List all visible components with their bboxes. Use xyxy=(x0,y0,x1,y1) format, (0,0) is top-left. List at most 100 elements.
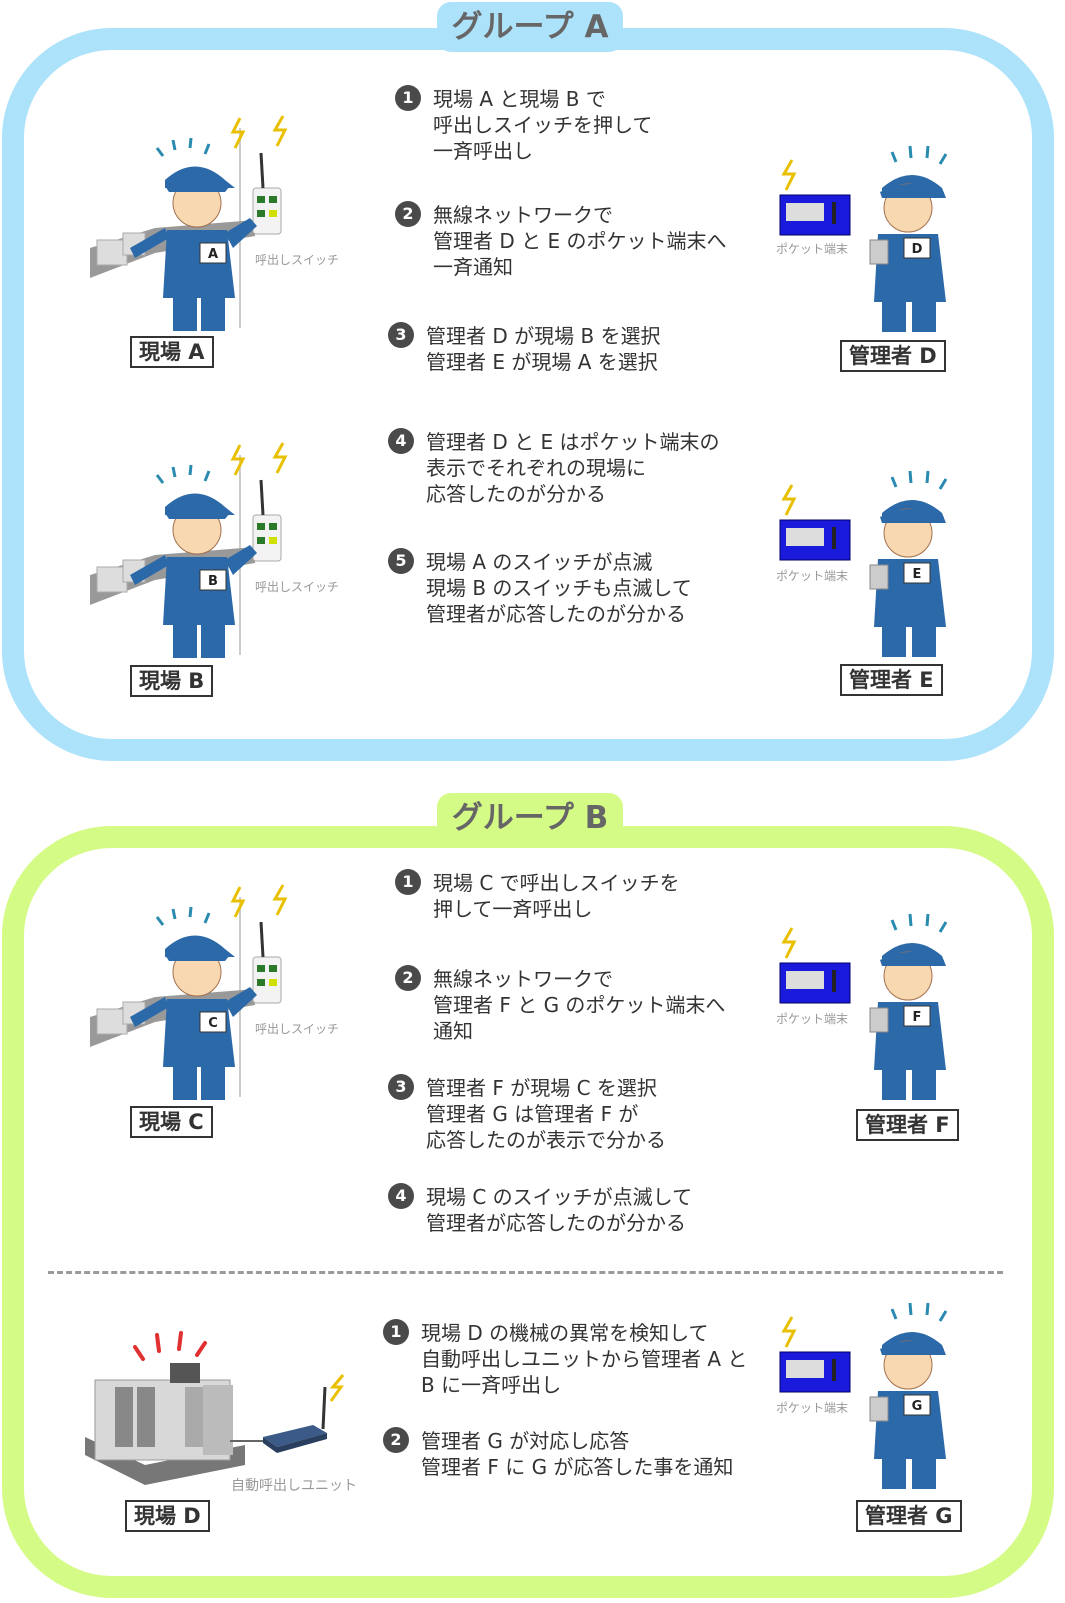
manager-e-illustration: E xyxy=(779,470,948,657)
manager-d-illustration: D xyxy=(779,145,948,332)
pocket-terminal-icon xyxy=(779,194,851,236)
step-line: 管理者 F に G が応答した事を通知 xyxy=(421,1455,734,1479)
manager-d-label: 管理者 D xyxy=(840,340,946,372)
step-line: 一斉呼出し xyxy=(433,139,533,163)
worker-figure: B xyxy=(90,442,288,658)
handheld-icon xyxy=(869,1007,889,1033)
uniform-icon xyxy=(163,230,235,298)
signal-icon xyxy=(272,115,288,147)
site-b-label: 現場 B xyxy=(130,665,214,697)
svg-text:D: D xyxy=(912,242,923,257)
alert-lines-icon xyxy=(155,137,211,157)
step-line: 管理者 E が現場 A を選択 xyxy=(426,350,658,374)
auto-call-unit-icon xyxy=(263,1386,327,1453)
manager-e-label: 管理者 E xyxy=(840,664,943,696)
switch-caption-c: 呼出しスイッチ xyxy=(255,1022,340,1036)
signal-icon xyxy=(781,1316,797,1348)
step-number-badge: 3 xyxy=(388,1074,414,1100)
step-line: B に一斉呼出し xyxy=(421,1373,562,1397)
step-number-badge: 3 xyxy=(388,322,414,348)
unit-signal-icon xyxy=(329,1374,345,1402)
site-a-worker-illustration: A xyxy=(90,115,288,331)
signal-icon xyxy=(230,886,246,918)
step-line: 管理者 F と G のポケット端末へ xyxy=(433,993,726,1017)
group-a-title: グループ A xyxy=(437,2,623,52)
step-line: 無線ネットワークで xyxy=(433,203,613,227)
device-caption-f: ポケット端末 xyxy=(776,1012,849,1026)
signal-icon xyxy=(781,484,797,516)
device-caption-g: ポケット端末 xyxy=(776,1401,849,1415)
svg-text:E: E xyxy=(913,567,922,582)
step-line: 押して一斉呼出し xyxy=(433,897,593,921)
manager-g-illustration: G xyxy=(779,1302,948,1489)
manager-figure: E xyxy=(779,470,948,657)
manager-f-illustration: F xyxy=(779,913,948,1100)
name-badge xyxy=(199,569,227,591)
name-badge xyxy=(903,1394,931,1416)
unit-caption: 自動呼出しユニット xyxy=(231,1478,357,1494)
step-line: 通知 xyxy=(433,1019,473,1043)
step-line: 自動呼出しユニットから管理者 A と xyxy=(421,1347,748,1371)
group-b-title: グループ B xyxy=(437,793,623,843)
uniform-icon xyxy=(163,999,235,1067)
group-b-frame xyxy=(2,826,1054,1598)
step-line: 管理者 D と E はポケット端末の xyxy=(426,430,720,454)
device-caption-d: ポケット端末 xyxy=(776,242,849,256)
machine-alert-icon xyxy=(133,1331,207,1361)
alert-lines-icon xyxy=(155,906,211,926)
box-icon xyxy=(96,1008,128,1035)
group-a-frame xyxy=(2,28,1054,761)
worker-figure: A xyxy=(90,115,288,331)
call-switch-icon xyxy=(252,921,282,1004)
svg-text:F: F xyxy=(913,1010,922,1025)
alert-lines-icon xyxy=(890,470,948,490)
manager-f-label: 管理者 F xyxy=(856,1109,959,1141)
alert-lines-icon xyxy=(890,145,948,165)
alert-lines-icon xyxy=(890,913,948,933)
step-line: 呼出しスイッチを押して xyxy=(433,113,653,137)
step-line: 現場 C で呼出しスイッチを xyxy=(433,871,680,895)
step-number-badge: 5 xyxy=(388,548,414,574)
step-line: 管理者が応答したのが分かる xyxy=(426,602,686,626)
step-number-badge: 4 xyxy=(388,428,414,454)
uniform-icon xyxy=(163,557,235,625)
handheld-icon xyxy=(869,1396,889,1422)
divider-dashed xyxy=(48,1271,1003,1274)
step-number-badge: 2 xyxy=(383,1427,409,1453)
manager-figure: G xyxy=(779,1302,948,1489)
worker-figure: C xyxy=(90,884,288,1100)
call-switch-icon xyxy=(252,479,282,562)
handheld-icon xyxy=(869,564,889,590)
svg-text:B: B xyxy=(208,574,218,589)
step-line: 現場 C のスイッチが点滅して xyxy=(426,1185,693,1209)
signal-icon xyxy=(230,117,246,149)
step-number-badge: 1 xyxy=(395,85,421,111)
step-line: 無線ネットワークで xyxy=(433,967,613,991)
manager-figure: F xyxy=(779,913,948,1100)
step-line: 現場 B のスイッチも点滅して xyxy=(426,576,692,600)
step-line: 現場 A と現場 B で xyxy=(433,87,606,111)
switch-caption-b: 呼出しスイッチ xyxy=(255,580,340,594)
box-icon xyxy=(96,239,128,266)
site-b-worker-illustration: B xyxy=(90,442,288,658)
alert-lines-icon xyxy=(155,464,211,484)
step-line: 管理者 D と E のポケット端末へ xyxy=(433,229,727,253)
site-c-worker-illustration: C xyxy=(90,884,288,1100)
name-badge xyxy=(903,1005,931,1027)
step-number-badge: 2 xyxy=(395,201,421,227)
site-c-label: 現場 C xyxy=(130,1106,213,1138)
svg-text:G: G xyxy=(912,1399,923,1414)
name-badge xyxy=(903,237,931,259)
alert-lines-icon xyxy=(890,1302,948,1322)
step-number-badge: 4 xyxy=(388,1183,414,1209)
name-badge xyxy=(903,562,931,584)
machine-illustration xyxy=(85,1331,345,1485)
step-line: 応答したのが分かる xyxy=(426,482,606,506)
